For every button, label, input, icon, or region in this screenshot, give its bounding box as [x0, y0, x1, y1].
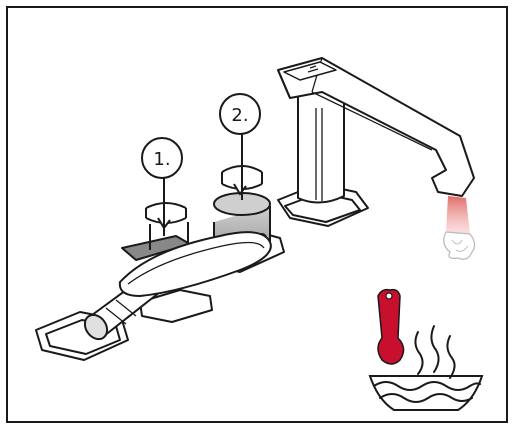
step-2-label: 2. [231, 105, 248, 126]
step-2-callout: 2. [220, 94, 260, 134]
step-1-label: 1. [153, 149, 170, 170]
step-1-callout: 1. [142, 138, 182, 178]
